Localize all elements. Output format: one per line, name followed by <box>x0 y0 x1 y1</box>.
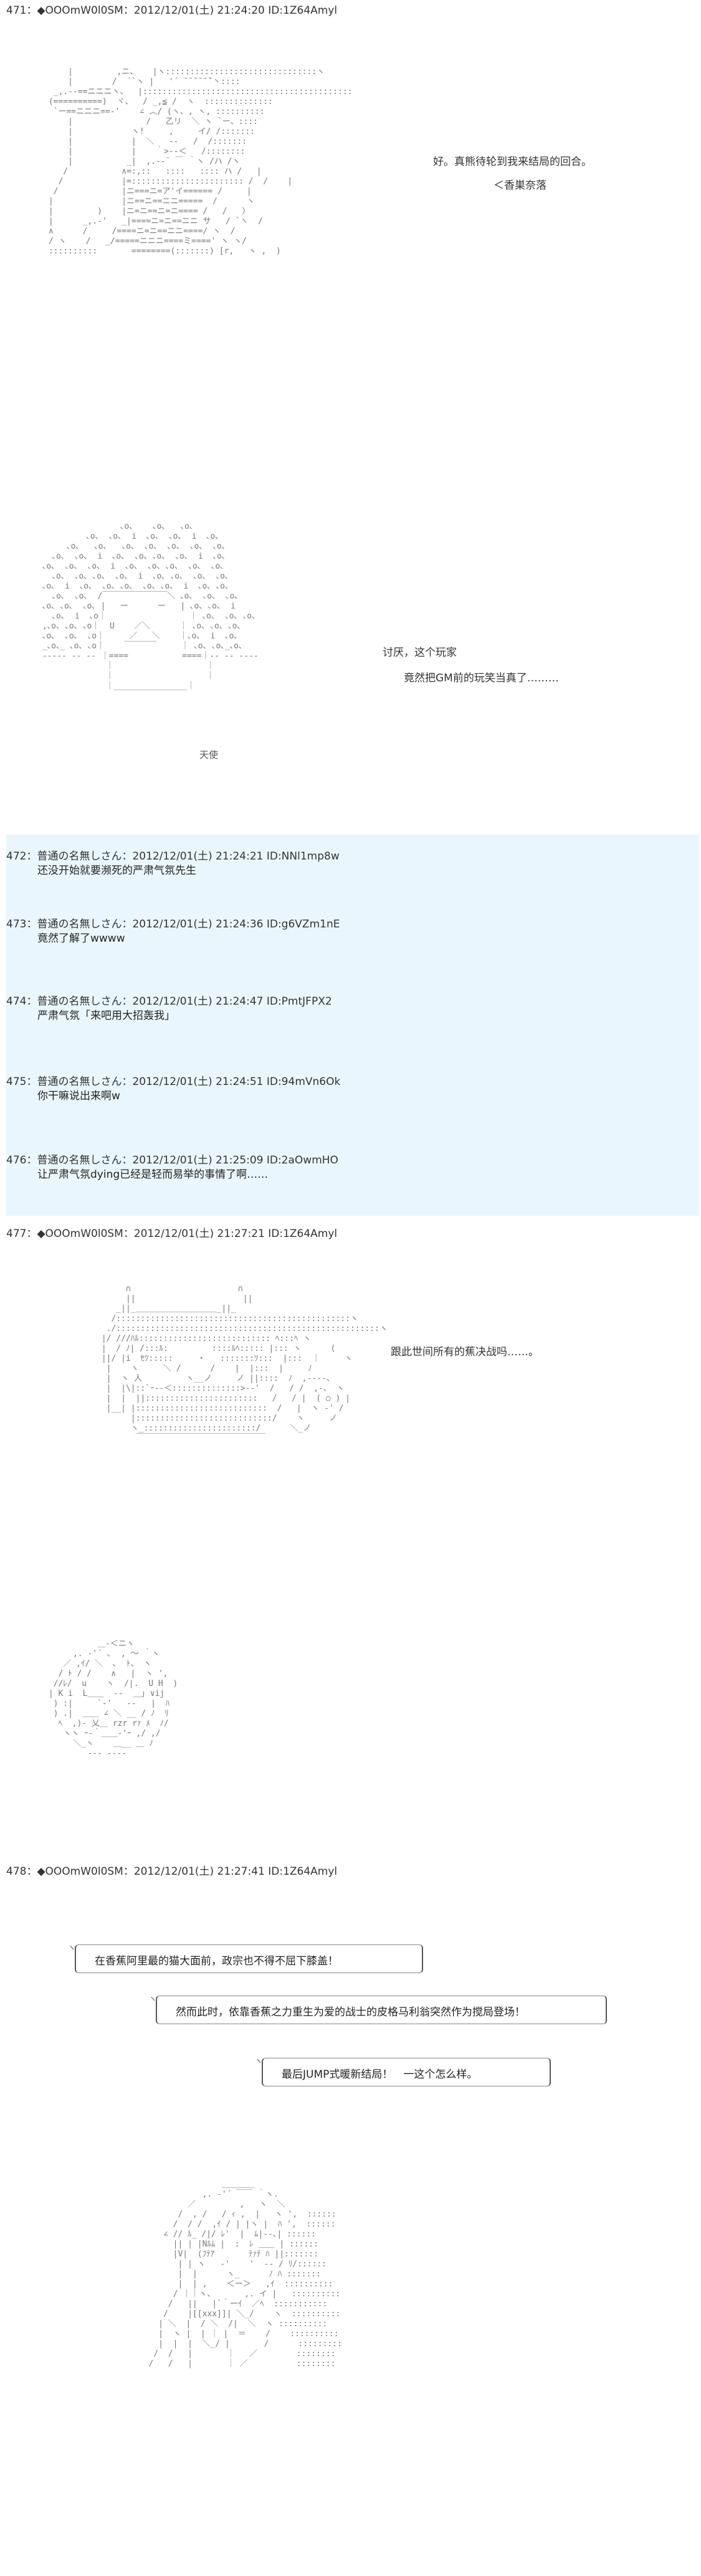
ascii-art-character: ､o､ ､o､ ､o､ ､o､ ､o､ i ､o､ ､o､ i ､o､ ､o､ … <box>42 522 259 691</box>
post-body: 还没开始就要濒死的严肃气氛先生 <box>37 864 196 877</box>
bubble-tail-icon: ヽ <box>148 1994 157 2004</box>
post-header: 475：普通の名無しさん：2012/12/01(土) 21:24:51 ID:9… <box>6 1076 341 1088</box>
dialogue-line: 跟此世间所有的蕉决战吗……。 <box>391 1346 539 1358</box>
post-header: 476：普通の名無しさん：2012/12/01(土) 21:25:09 ID:2… <box>6 1154 338 1167</box>
reply-block: 472：普通の名無しさん：2012/12/01(土) 21:24:21 ID:N… <box>6 835 699 1216</box>
post-471: 471：◆OOOmW0l0SM：2012/12/01(土) 21:24:20 I… <box>6 0 699 835</box>
bubble-tail-icon: ヽ <box>67 1943 76 1953</box>
post-header: 472：普通の名無しさん：2012/12/01(土) 21:24:21 ID:N… <box>6 850 340 863</box>
ascii-art-character: | ,ニ、 |ヽ:::::::::::::::::::::::::::::::ヽ… <box>48 67 353 256</box>
speech-bubble: ヽ 在香蕉阿里最的猫大面前，政宗也不得不屈下膝盖！ <box>67 1943 423 1973</box>
ascii-art-character: ∩ ∩ || || _||_＿＿＿＿＿＿＿＿＿＿_||_ /::::::::::… <box>101 1284 388 1443</box>
bubble-text: 最后JUMP式暖新结局！ 一这个怎么样。 <box>282 2068 478 2081</box>
ascii-art-character: ＿＿＿＿ ,. ‐'´ ￣￣ ｀ヽ. ／ , ヽ ＼ / , / / ｨ , |… <box>148 2180 342 2369</box>
dialogue-line: 好。真熊待轮到我来结局的回合。 <box>433 156 592 168</box>
speech-bubble: ヽ 然而此时，依靠香蕉之力重生为爱的战士的皮格马利翁突然作为搅局登场！ <box>148 1994 607 2024</box>
dialogue-line: ＜香巣奈落 <box>494 179 546 192</box>
bubble-text: 在香蕉阿里最的猫大面前，政宗也不得不屈下膝盖！ <box>95 1955 338 1968</box>
post-header: 474：普通の名無しさん：2012/12/01(土) 21:24:47 ID:P… <box>6 995 332 1008</box>
post-header: 471：◆OOOmW0l0SM：2012/12/01(土) 21:24:20 I… <box>6 4 338 17</box>
post-body: 竟然了解了wwww <box>37 932 125 945</box>
post-body: 严肃气氛「来吧用大招轰我」 <box>37 1010 175 1022</box>
post-body: 让严肃气氛dying已经是轻而易举的事情了啊…… <box>37 1168 269 1181</box>
post-477: 477：◆OOOmW0l0SM：2012/12/01(土) 21:27:21 I… <box>6 1216 699 1857</box>
speech-bubble: ヽ 最后JUMP式暖新结局！ 一这个怎么样。 <box>254 2057 551 2086</box>
post-body: 你干嘛说出来啊w <box>37 1090 120 1102</box>
post-header: 478：◆OOOmW0l0SM：2012/12/01(土) 21:27:41 I… <box>6 1865 338 1878</box>
dialogue-line: 讨厌，这个玩家 <box>383 646 457 659</box>
bubble-tail-icon: ヽ <box>254 2057 263 2067</box>
post-header: 473：普通の名無しさん：2012/12/01(土) 21:24:36 ID:g… <box>6 918 340 930</box>
bubble-text: 然而此时，依靠香蕉之力重生为爱的战士的皮格马利翁突然作为搅局登场！ <box>176 2006 525 2019</box>
ascii-art-small-face: ＿‐＜ニヽ ,. ‐'´ ､ , ～ ｀ヽ ／ ,ｲ/ ＼ ､ ﾄ、 ヽ / ﾄ… <box>48 1639 178 1758</box>
post-header: 477：◆OOOmW0l0SM：2012/12/01(土) 21:27:21 I… <box>6 1228 338 1240</box>
post-478: 478：◆OOOmW0l0SM：2012/12/01(土) 21:27:41 I… <box>6 1857 699 2576</box>
angel-label: 天使 <box>197 748 221 761</box>
dialogue-line: 竟然把GM前的玩笑当真了……… <box>404 672 559 684</box>
